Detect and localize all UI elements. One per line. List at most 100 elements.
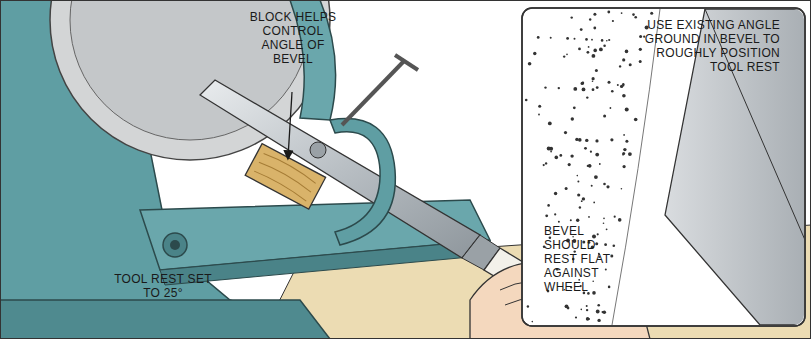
wheel-speckle — [618, 218, 622, 222]
wheel-speckle — [586, 96, 588, 98]
wheel-speckle — [563, 55, 565, 57]
wheel-speckle — [590, 151, 592, 153]
wheel-speckle — [554, 213, 556, 215]
wheel-speckle — [639, 48, 642, 51]
inset-panel: USE EXISTING ANGLE GROUND IN BEVEL TO RO… — [522, 8, 805, 326]
wheel-speckle — [577, 175, 579, 177]
wheel-speckle — [592, 77, 595, 80]
wheel-speckle — [634, 16, 637, 19]
wheel-speckle — [606, 40, 608, 42]
wheel-speckle — [610, 107, 612, 109]
wheel-speckle — [603, 218, 605, 220]
wheel-speckle — [582, 88, 586, 92]
wheel-speckle — [603, 183, 606, 186]
wheel-speckle — [610, 138, 613, 141]
wheel-speckle — [593, 202, 595, 204]
wheel-speckle — [576, 219, 579, 222]
wheel-speckle — [587, 51, 590, 54]
wheel-speckle — [566, 54, 568, 56]
wheel-speckle — [596, 86, 599, 89]
wheel-speckle — [545, 162, 547, 164]
wheel-speckle — [639, 60, 642, 63]
wheel-speckle — [573, 106, 576, 109]
wheel-speckle — [592, 281, 594, 283]
wheel-speckle — [622, 152, 625, 155]
wheel-speckle — [604, 243, 607, 246]
wheel-speckle — [545, 214, 548, 217]
wheel-speckle — [592, 88, 595, 91]
wheel-speckle — [575, 316, 577, 318]
wheel-speckle — [592, 80, 594, 82]
wheel-speckle — [621, 12, 623, 14]
wheel-speckle — [570, 219, 572, 221]
wheel-speckle — [591, 185, 593, 187]
wheel-speckle — [538, 114, 540, 116]
wheel-speckle — [586, 305, 588, 307]
wheel-speckle — [547, 204, 550, 207]
wheel-speckle — [565, 187, 568, 190]
wheel-speckle — [550, 151, 552, 153]
wheel-speckle — [578, 138, 582, 142]
wheel-speckle — [608, 39, 610, 41]
wheel-speckle — [612, 20, 614, 22]
wheel-speckle — [525, 99, 528, 102]
wheel-speckle — [538, 105, 541, 108]
wheel-speckle — [623, 134, 625, 136]
wheel-speckle — [634, 118, 638, 122]
wheel-speckle — [548, 122, 552, 126]
wheel-speckle — [632, 13, 635, 16]
wheel-speckle — [559, 154, 562, 157]
wheel-speckle — [622, 58, 625, 61]
wheel-speckle — [611, 90, 614, 93]
wheel-speckle — [571, 117, 574, 120]
wheel-speckle — [588, 165, 591, 168]
wheel-speckle — [537, 36, 540, 39]
wheel-speckle — [597, 319, 600, 322]
wheel-speckle — [585, 38, 588, 41]
wheel-speckle — [606, 185, 609, 188]
wheel-speckle — [595, 69, 598, 72]
wheel-speckle — [639, 35, 642, 38]
wheel-speckle — [629, 63, 632, 66]
wheel-speckle — [593, 13, 596, 16]
wheel-speckle — [571, 16, 573, 18]
wheel-speckle — [527, 305, 529, 307]
callout-text: BLOCK HELPS CONTROL ANGLE OF BEVEL — [248, 10, 338, 66]
wheel-speckle — [593, 27, 596, 30]
wheel-speckle — [650, 12, 653, 15]
wheel-speckle — [586, 317, 590, 321]
wheel-speckle — [558, 221, 560, 223]
wheel-speckle — [573, 87, 577, 91]
wheel-speckle — [588, 216, 590, 218]
wheel-speckle — [603, 45, 606, 48]
wheel-speckle — [610, 255, 613, 258]
wheel-speckle — [625, 140, 628, 143]
wheel-speckle — [592, 291, 596, 295]
wheel-speckle — [532, 321, 534, 323]
wheel-speckle — [622, 83, 624, 85]
wheel-speckle — [605, 269, 607, 271]
wheel-speckle — [620, 85, 623, 88]
wheel-speckle — [585, 139, 588, 142]
wheel-speckle — [622, 154, 624, 156]
wheel-speckle — [578, 48, 581, 51]
wheel-speckle — [544, 86, 546, 88]
callout-text: USE EXISTING ANGLE GROUND IN BEVEL TO RO… — [640, 18, 780, 74]
wheel-speckle — [619, 65, 621, 67]
wheel-speckle — [558, 87, 560, 89]
wheel-speckle — [599, 48, 603, 52]
wheel-speckle — [625, 50, 629, 54]
wheel-speckle — [582, 197, 585, 200]
wheel-speckle — [589, 18, 591, 20]
wheel-speckle — [580, 28, 583, 31]
wheel-speckle — [570, 154, 573, 157]
wheel-speckle — [614, 216, 616, 218]
wheel-speckle — [617, 84, 619, 86]
wheel-speckle — [550, 37, 552, 39]
wheel-speckle — [584, 147, 587, 150]
wheel-speckle — [597, 233, 599, 235]
wheel-speckle — [597, 304, 600, 307]
wheel-speckle — [588, 46, 590, 48]
wheel-speckle — [606, 228, 608, 230]
